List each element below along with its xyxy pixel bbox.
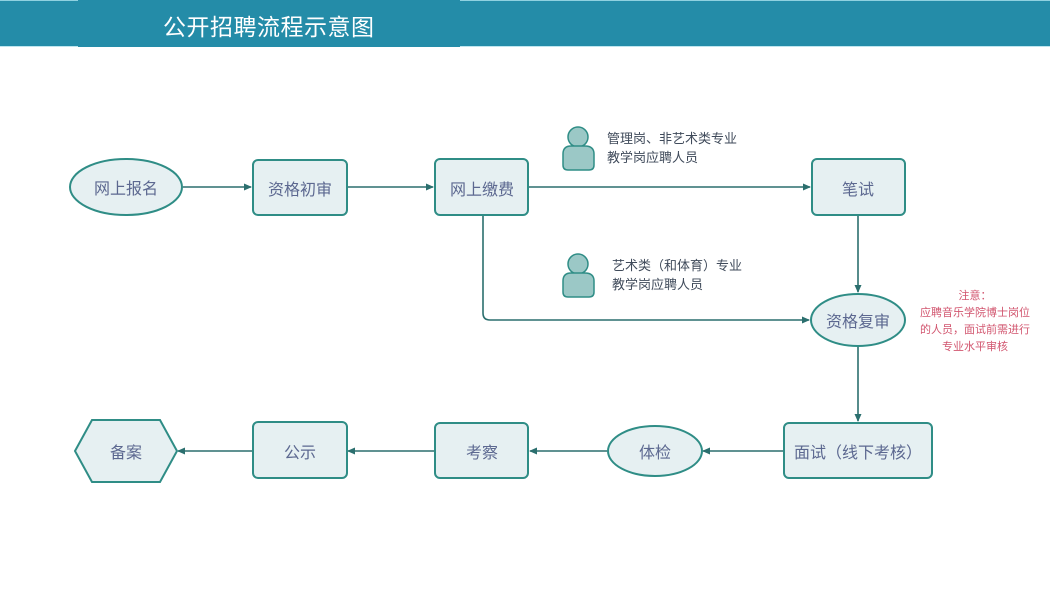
node-filing: 备案 (109, 443, 143, 462)
node-qualification-review: 资格初审 (267, 180, 333, 199)
header-edge-left (0, 0, 78, 1)
branch-upper-line1: 管理岗、非艺术类专业 (607, 132, 738, 147)
note-line4: 专业水平审核 (942, 340, 1008, 353)
branch-upper-line2: 教学岗应聘人员 (607, 151, 699, 166)
node-inspection: 考察 (465, 443, 499, 462)
node-inspection-shape (434, 422, 529, 479)
node-written-exam-shape (811, 158, 906, 216)
node-qualification-recheck: 资格复审 (825, 312, 891, 331)
node-physical-exam: 体检 (638, 443, 672, 462)
node-online-registration: 网上报名 (93, 179, 159, 198)
branch-upper-label: 管理岗、非艺术类专业 教学岗应聘人员 (607, 130, 737, 168)
node-qualification-review-shape (252, 159, 348, 216)
note-line3: 的人员，面试前需进行 (920, 323, 1030, 336)
header-bottom-right (460, 46, 1050, 47)
header-bar (0, 0, 1050, 47)
note: 注意： 应聘音乐学院博士岗位 的人员，面试前需进行 专业水平审核 (920, 287, 1030, 355)
node-online-payment-shape (434, 158, 529, 216)
note-line2: 应聘音乐学院博士岗位 (920, 306, 1030, 319)
node-online-payment: 网上缴费 (449, 180, 515, 199)
node-physical-exam-shape (607, 425, 703, 477)
node-online-registration-shape (69, 158, 183, 216)
branch-lower-line1: 艺术类（和体育）专业 (612, 259, 743, 274)
person-icon (562, 253, 595, 298)
node-interview-shape (783, 422, 933, 479)
node-publicity: 公示 (283, 443, 317, 462)
node-interview: 面试（线下考核） (793, 443, 923, 462)
node-publicity-shape (252, 421, 348, 479)
node-filing-shape (73, 419, 179, 483)
node-written-exam: 笔试 (841, 180, 875, 199)
header-bottom-left (0, 46, 78, 47)
header-edge-right (460, 0, 1050, 1)
branch-lower-label: 艺术类（和体育）专业 教学岗应聘人员 (612, 257, 742, 295)
person-icon (562, 126, 595, 171)
node-qualification-recheck-shape (810, 293, 906, 347)
branch-lower-line2: 教学岗应聘人员 (612, 278, 704, 293)
arrow-payment-to-recheck (482, 215, 810, 324)
note-line1: 注意： (958, 289, 992, 302)
page-title: 公开招聘流程示意图 (163, 15, 375, 41)
